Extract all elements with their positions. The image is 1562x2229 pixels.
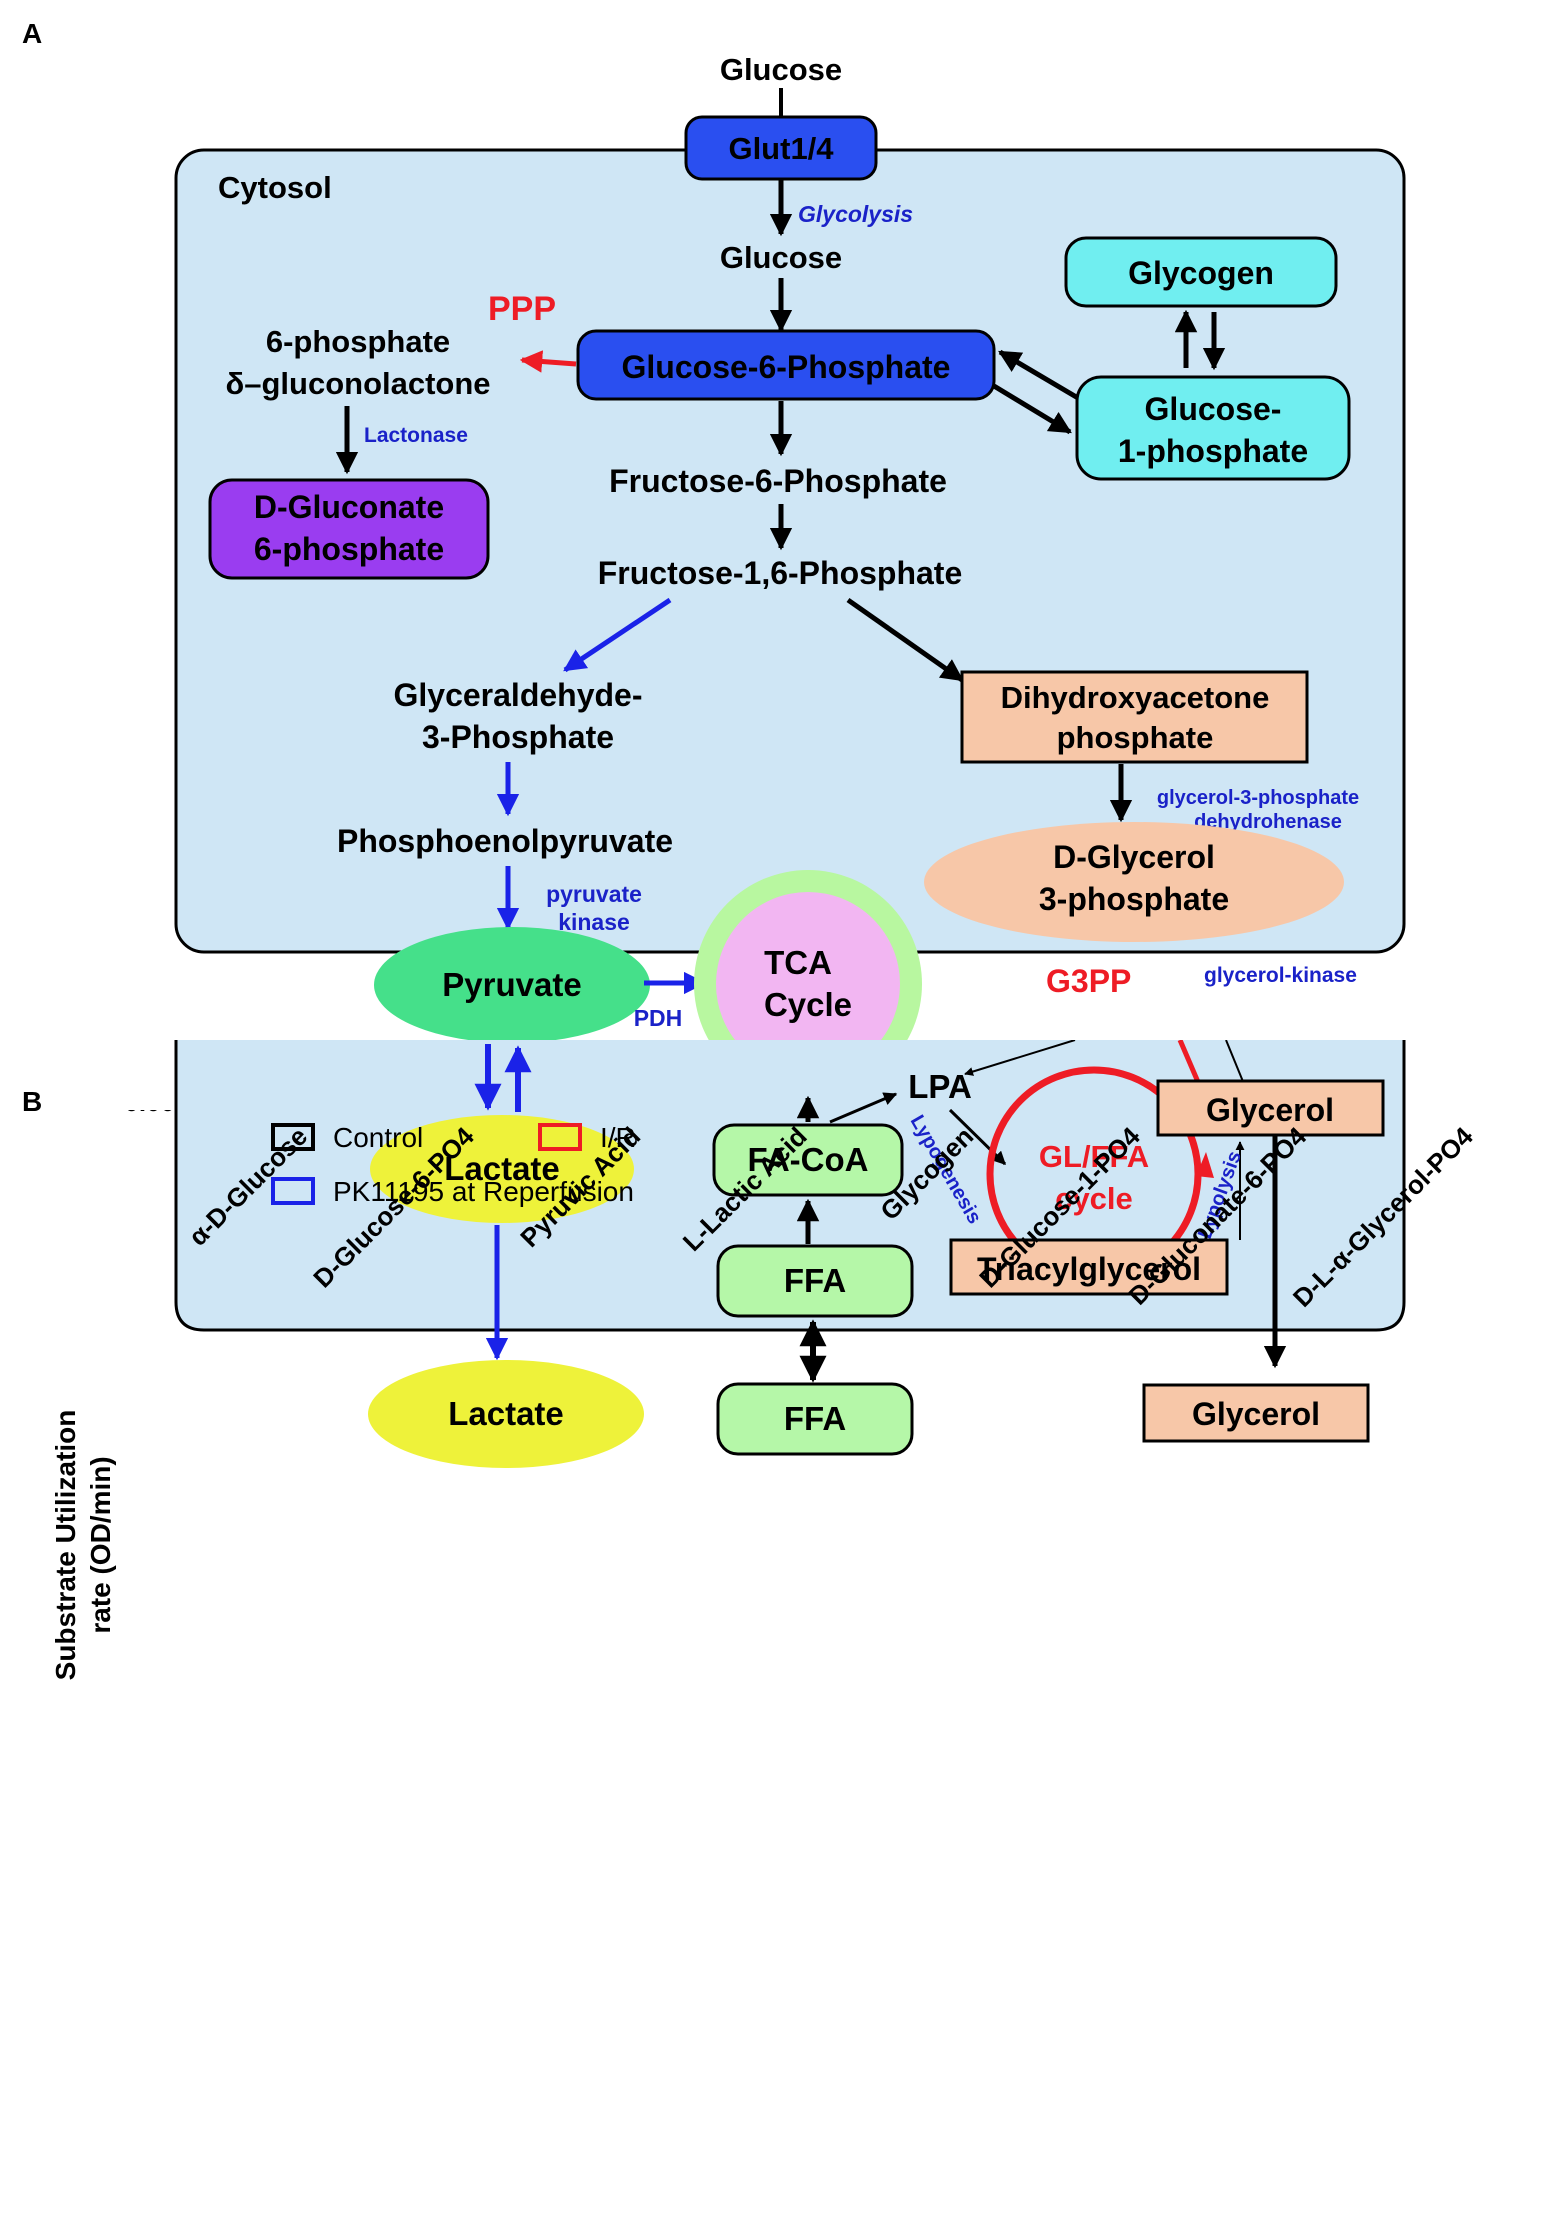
- x-tick-label: D-L-α-Glycerol-PO4: [1287, 1121, 1479, 1313]
- x-tick-label: Glycogen: [874, 1121, 979, 1226]
- facoa-label: FA-CoA: [748, 1141, 869, 1178]
- panel-b-letter: B: [22, 1086, 43, 1117]
- glycogen-node: [1064, 236, 1338, 308]
- legend-swatch-ir: [538, 1123, 582, 1151]
- legend-label-control: Control: [333, 1122, 423, 1153]
- g6p-label: Glucose-6-Phosphate: [622, 349, 951, 385]
- g1p-label-line1: Glucose-: [1145, 391, 1282, 427]
- ppp-label: PPP: [488, 290, 556, 328]
- glycolysis-label: Glycolysis: [798, 201, 913, 227]
- arrow-g1p-to-g6p: [998, 349, 1080, 401]
- metabolic-pathway-diagram-lower: LactateLactateFA-CoAFFAFFALPALypogenesis…: [174, 1040, 1406, 1468]
- arrow-ppp: [519, 350, 577, 373]
- ffa-intracellular-label: FFA: [784, 1262, 846, 1299]
- glycerol-intracellular-label: Glycerol: [1206, 1092, 1334, 1128]
- x-tick-label: L-Lactic Acid: [677, 1121, 813, 1257]
- facoa-node: [712, 1123, 904, 1197]
- tag-node: [949, 1238, 1229, 1296]
- glffa-cycle-arrowhead: [1196, 1152, 1214, 1178]
- ffa-extracellular-node: [716, 1382, 914, 1456]
- ffa-extracellular-label: FFA: [784, 1400, 846, 1437]
- pgl-label-line2: δ–gluconolactone: [225, 366, 490, 401]
- pk-label-line2: kinase: [558, 909, 630, 935]
- pyruvate-node: [374, 927, 650, 1043]
- lactate-extracellular-label: Lactate: [448, 1395, 564, 1432]
- y-axis-label-line2: rate (OD/min): [85, 1456, 116, 1633]
- dg3p-node: [924, 822, 1344, 942]
- f16p-label: Fructose-1,6-Phosphate: [598, 555, 963, 591]
- g3pdh-label-line2: dehydrohenase: [1194, 811, 1342, 833]
- legend-label-pk11195: PK11195 at Reperfusion: [333, 1176, 634, 1207]
- g1p-label-line2: 1-phosphate: [1118, 433, 1308, 469]
- f6p-label: Fructose-6-Phosphate: [609, 463, 947, 499]
- arrow-f16p-to-dhap: [846, 597, 964, 683]
- metabolic-pathway-diagram: Cytosol Glucose Glut1/4 Glycolysis Gluco…: [174, 52, 1406, 1070]
- ga3p-label-line2: 3-Phosphate: [422, 719, 614, 755]
- legend-swatch-pk11195: [271, 1177, 315, 1205]
- ffa-intracellular-node: [716, 1244, 914, 1318]
- x-tick-label: α-D-Glucose: [183, 1121, 314, 1252]
- ga3p-label-line1: Glyceraldehyde-: [394, 677, 643, 713]
- dhap-label-line1: Dihydroxyacetone: [1001, 680, 1270, 715]
- glffa-label-line1: GL/FFA: [1039, 1139, 1149, 1174]
- chart-legend: Control I/R PK11195 at Reperfusion: [271, 1122, 636, 1207]
- glut-label: Glut1/4: [728, 131, 834, 166]
- x-tick-label: D-Gluconate-6-PO4: [1122, 1121, 1312, 1311]
- dg3p-label-line1: D-Glycerol: [1053, 839, 1215, 875]
- arrow-dg3p-to-lpa: [964, 1040, 1076, 1076]
- arrow-facoa-to-lpa: [829, 1092, 898, 1124]
- dg3p-label-line2: 3-phosphate: [1039, 881, 1229, 917]
- g1p-node: [1075, 375, 1351, 481]
- lpa-label: LPA: [908, 1068, 972, 1105]
- cytosol-label: Cytosol: [218, 170, 332, 205]
- legend-swatch-control: [271, 1123, 315, 1151]
- tag-label: Triacylglycerol: [977, 1251, 1201, 1287]
- y-tick-label: 0.00: [124, 1110, 175, 1117]
- legend-label-ir: I/R: [600, 1122, 636, 1153]
- dg6p-node: [208, 478, 490, 580]
- glucose-extracellular: Glucose: [720, 52, 842, 87]
- x-tick-label: D-Glucose-1-PO4: [973, 1121, 1146, 1294]
- g3pdh-label-line1: glycerol-3-phosphate: [1157, 787, 1359, 809]
- dhap-node: [960, 670, 1309, 764]
- arrow-lpa-to-tag: [948, 1108, 1007, 1166]
- dg6p-label-line2: 6-phosphate: [254, 531, 444, 567]
- tca-node: [716, 892, 900, 1070]
- pep-label: Phosphoenolpyruvate: [337, 823, 673, 859]
- glucose-intracellular: Glucose: [720, 240, 842, 275]
- lactonase-label: Lactonase: [364, 424, 468, 447]
- glut-transporter: [684, 115, 878, 181]
- pk-label-line1: pyruvate: [546, 881, 642, 907]
- tca-label-line2: Cycle: [764, 986, 852, 1023]
- pyruvate-label: Pyruvate: [442, 966, 581, 1003]
- lactate-intracellular-node: [370, 1115, 634, 1223]
- pdh-label: PDH: [634, 1005, 683, 1031]
- glycogen-label: Glycogen: [1128, 255, 1274, 291]
- panel-a-letter: A: [22, 18, 43, 49]
- glycerol-kinase-label: glycerol-kinase: [1204, 964, 1357, 987]
- dg6p-label-line1: D-Gluconate: [254, 489, 444, 525]
- tca-label-line1: TCA: [764, 944, 832, 981]
- arrow-g6p-to-g1p: [992, 383, 1072, 435]
- dhap-label-line2: phosphate: [1057, 720, 1214, 755]
- g3pp-label: G3PP: [1046, 963, 1131, 999]
- lactate-intracellular-label: Lactate: [444, 1150, 560, 1187]
- arrow-f16p-to-ga3p: [563, 597, 672, 673]
- glycerol-intracellular-node: [1156, 1079, 1385, 1137]
- y-axis-label-line1: Substrate Utilization: [50, 1410, 81, 1681]
- g6p-node: [576, 329, 996, 401]
- lactate-extracellular-node: [368, 1360, 644, 1468]
- substrate-utilization-chart: Substrate Utilization rate (OD/min) Cont…: [50, 1110, 1479, 1681]
- glycerol-extracellular-label: Glycerol: [1192, 1396, 1320, 1432]
- glycerol-extracellular-node: [1142, 1383, 1370, 1443]
- pgl-label-line1: 6-phosphate: [266, 324, 450, 359]
- glffa-label-line2: cycle: [1055, 1181, 1133, 1216]
